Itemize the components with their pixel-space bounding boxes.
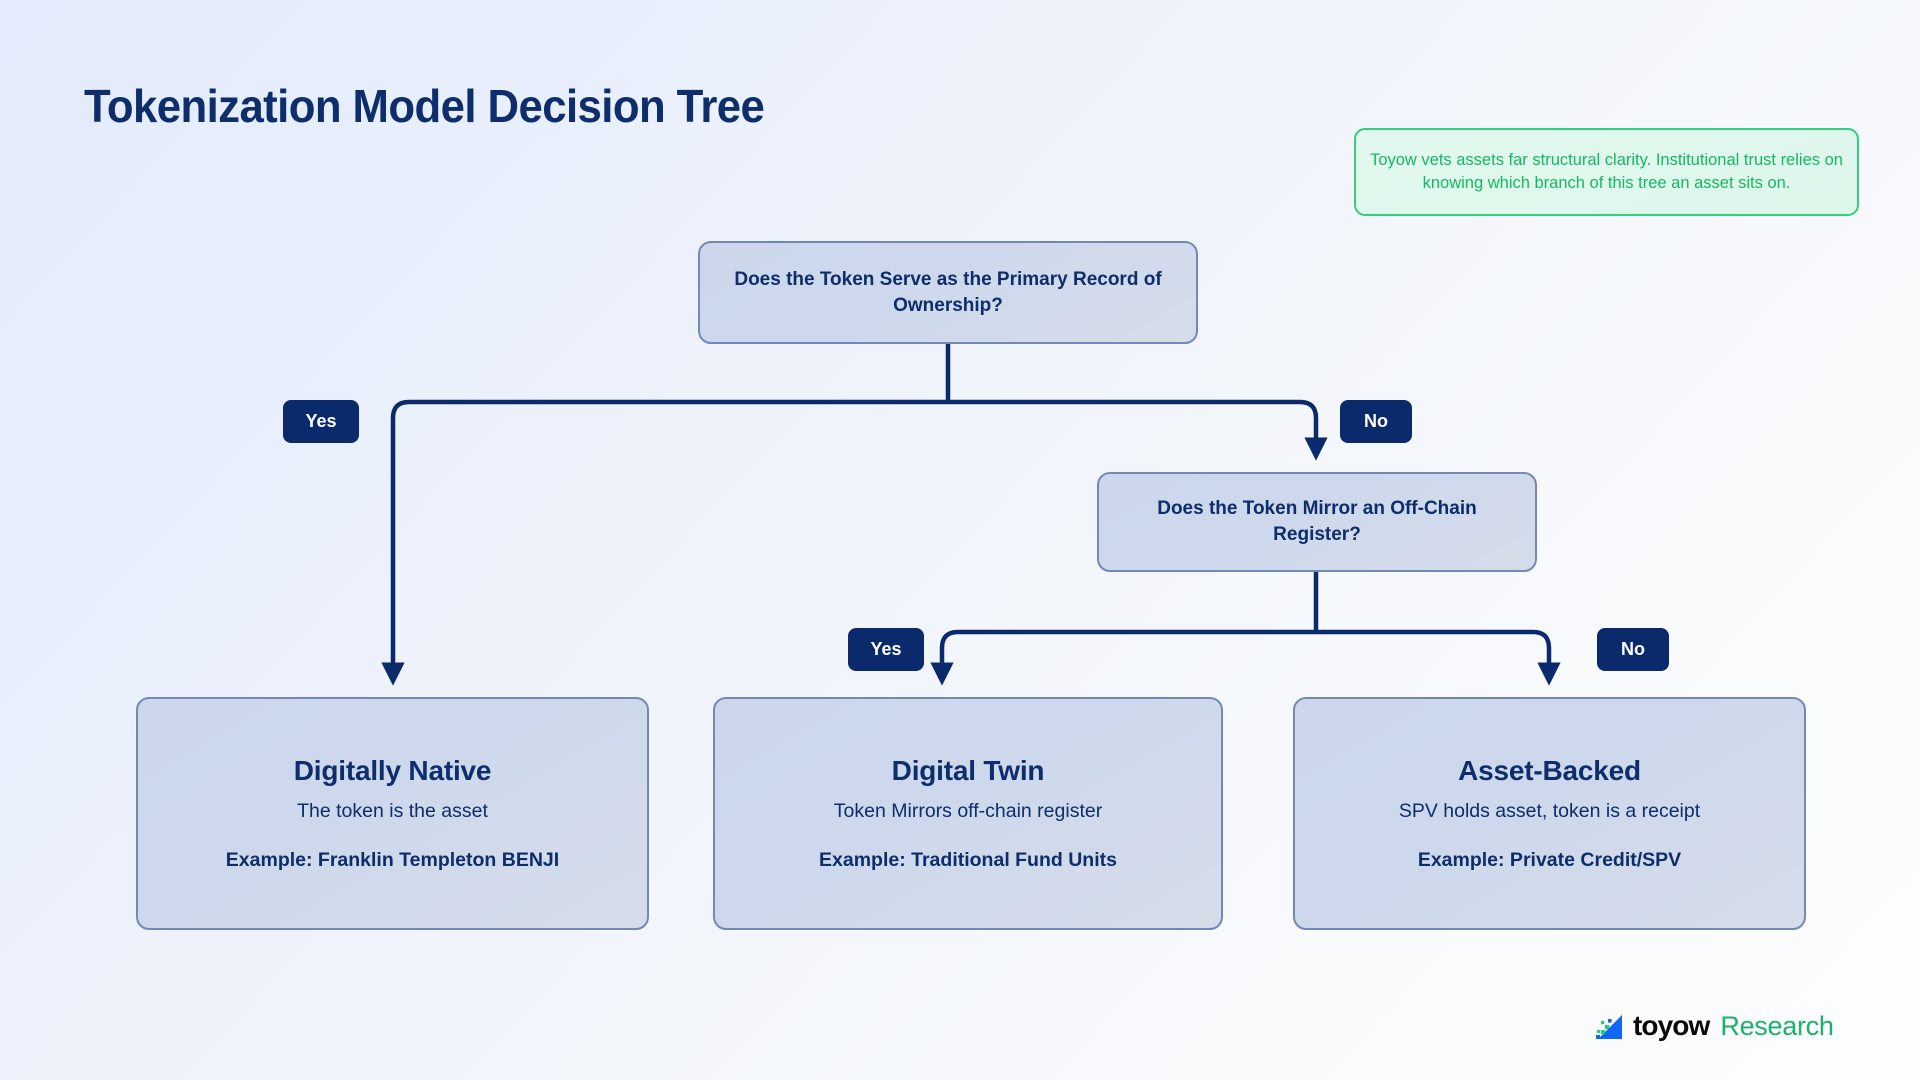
brand-logo: toyow Research (1596, 1010, 1834, 1042)
outcome-example: Example: Traditional Fund Units (819, 849, 1117, 871)
edge-label-no-mirror: No (1597, 628, 1669, 671)
outcome-node-digitally-native[interactable]: Digitally Native The token is the asset … (136, 697, 649, 930)
wire-root-no (948, 399, 1328, 461)
callout-text: Toyow vets assets far structural clarity… (1370, 151, 1843, 192)
logo-wordmark: toyow (1633, 1010, 1710, 1041)
outcome-node-asset-backed[interactable]: Asset-Backed SPV holds asset, token is a… (1293, 697, 1806, 930)
decision-node-mirror[interactable]: Does the Token Mirror an Off-Chain Regis… (1097, 472, 1537, 572)
edge-label-yes-mirror: Yes (848, 628, 924, 671)
outcome-description: SPV holds asset, token is a receipt (1398, 800, 1701, 822)
logo-suffix-label: Research (1720, 1010, 1834, 1041)
outcome-node-digital-twin[interactable]: Digital Twin Token Mirrors off-chain reg… (713, 697, 1223, 930)
edge-label-yes-root: Yes (283, 400, 359, 443)
outcome-title: Digitally Native (293, 755, 492, 786)
decision-node-mirror-text: Does the Token Mirror an Off-Chain Regis… (1157, 498, 1477, 545)
outcome-description: Token Mirrors off-chain register (833, 800, 1103, 822)
wire-mirror-yes (930, 629, 1316, 686)
toyow-staircase-icon (1596, 1015, 1622, 1039)
outcome-example: Example: Franklin Templeton BENJI (225, 849, 560, 871)
callout-box: Toyow vets assets far structural clarity… (1354, 128, 1859, 216)
edge-label-no-root: No (1340, 400, 1412, 443)
decision-node-root[interactable]: Does the Token Serve as the Primary Reco… (698, 241, 1198, 344)
outcome-example: Example: Private Credit/SPV (1417, 849, 1682, 871)
outcome-title: Asset-Backed (1458, 755, 1641, 786)
decision-node-root-text: Does the Token Serve as the Primary Reco… (734, 268, 1162, 316)
page-title: Tokenization Model Decision Tree (84, 80, 765, 132)
outcome-title: Digital Twin (891, 755, 1045, 786)
outcome-description: The token is the asset (297, 800, 488, 822)
wire-mirror-no (1316, 629, 1561, 686)
